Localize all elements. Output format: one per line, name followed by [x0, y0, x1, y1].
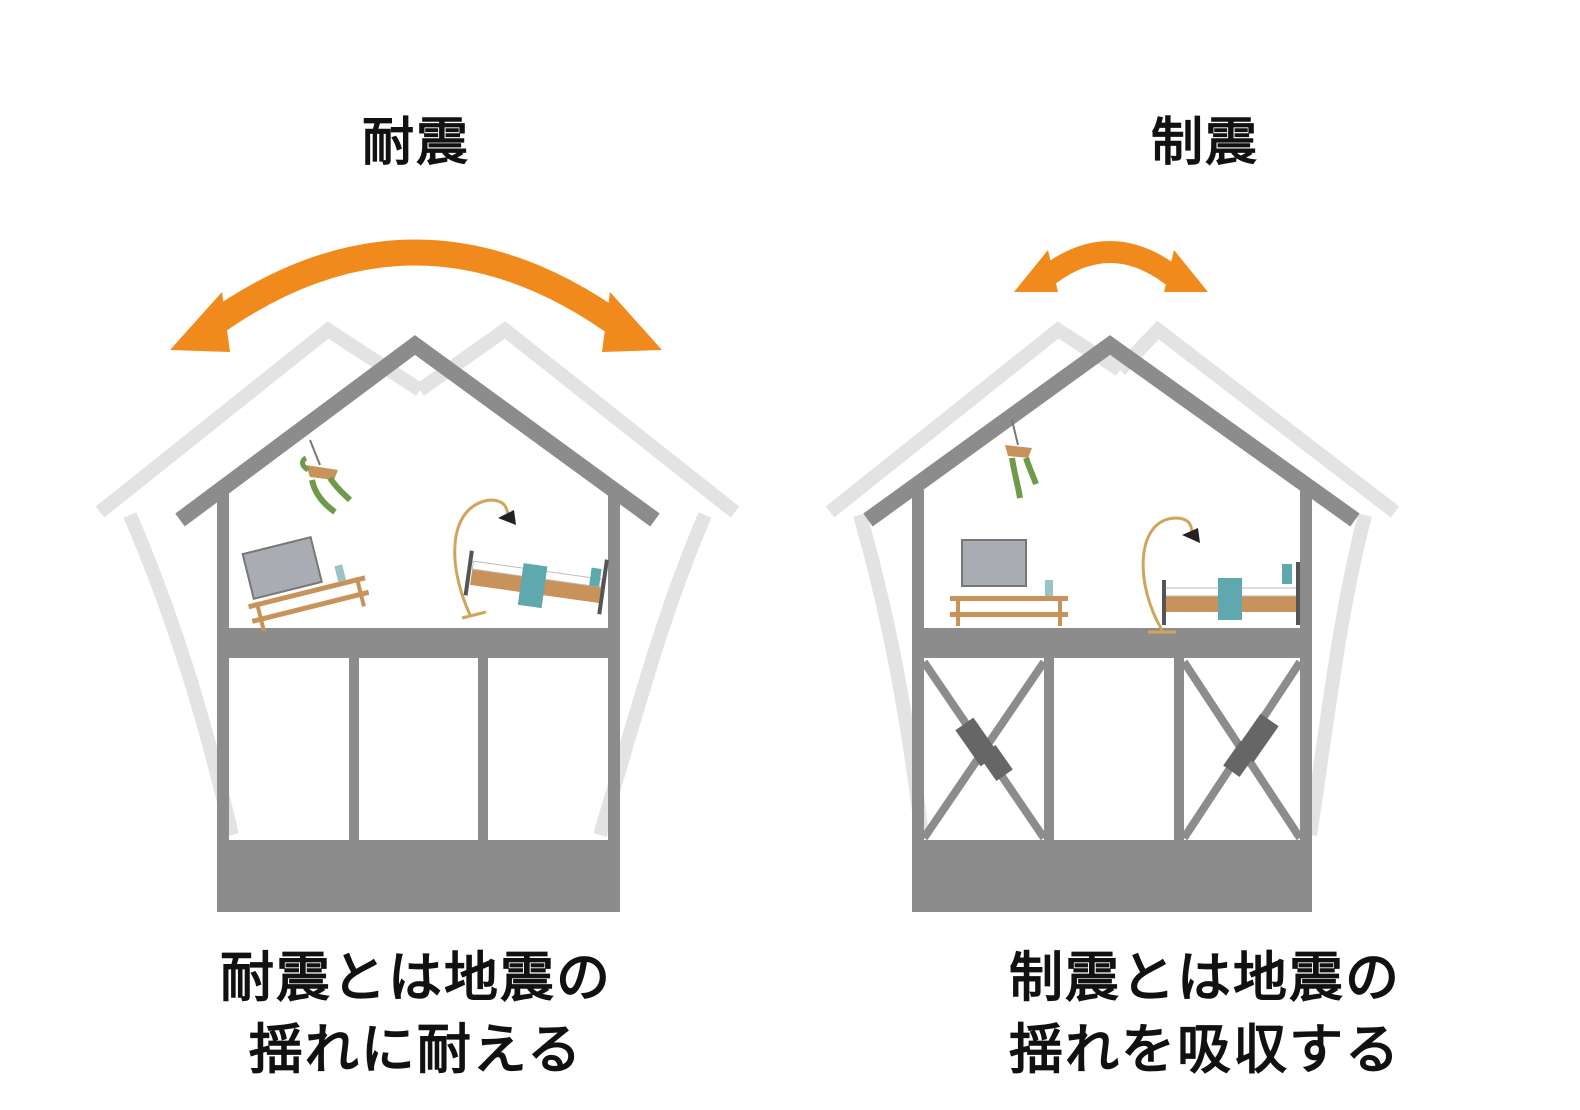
- caption-line-2: 揺れに耐える: [248, 1018, 584, 1081]
- house-frame: [863, 335, 1360, 912]
- panel-seishin: 制震: [790, 0, 1580, 1110]
- house-diagram-taishin: [95, 239, 740, 912]
- title-seishin: 制震: [1150, 113, 1259, 173]
- bed-icon: [1162, 562, 1300, 625]
- damper-brace-right: [1180, 659, 1304, 841]
- sway-arrow-icon: [1014, 241, 1208, 292]
- bed-icon: [463, 550, 609, 615]
- tv-stand-icon: [950, 539, 1068, 626]
- house-diagram-seishin: [825, 241, 1400, 912]
- panel-taishin: 耐震: [0, 113, 790, 1086]
- house-frame: [175, 335, 660, 912]
- tv-stand-icon: [241, 536, 370, 632]
- hanging-plant-icon: [1005, 419, 1039, 499]
- ghost-house-sway-right: [1114, 320, 1400, 837]
- caption-line-1: 制震とは地震の: [1009, 946, 1401, 1009]
- floor-lamp-icon: [1141, 516, 1200, 634]
- damper-brace-left: [920, 659, 1048, 841]
- caption-line-1: 耐震とは地震の: [220, 946, 612, 1009]
- caption-line-2: 揺れを吸収する: [1009, 1018, 1401, 1081]
- sway-arrow-icon: [170, 239, 662, 352]
- title-taishin: 耐震: [361, 113, 470, 173]
- hanging-plant-icon: [300, 439, 353, 515]
- caption-seishin: 制震とは地震の 揺れを吸収する: [790, 942, 1580, 1086]
- caption-taishin: 耐震とは地震の 揺れに耐える: [0, 942, 790, 1086]
- floor-lamp-icon: [453, 498, 516, 620]
